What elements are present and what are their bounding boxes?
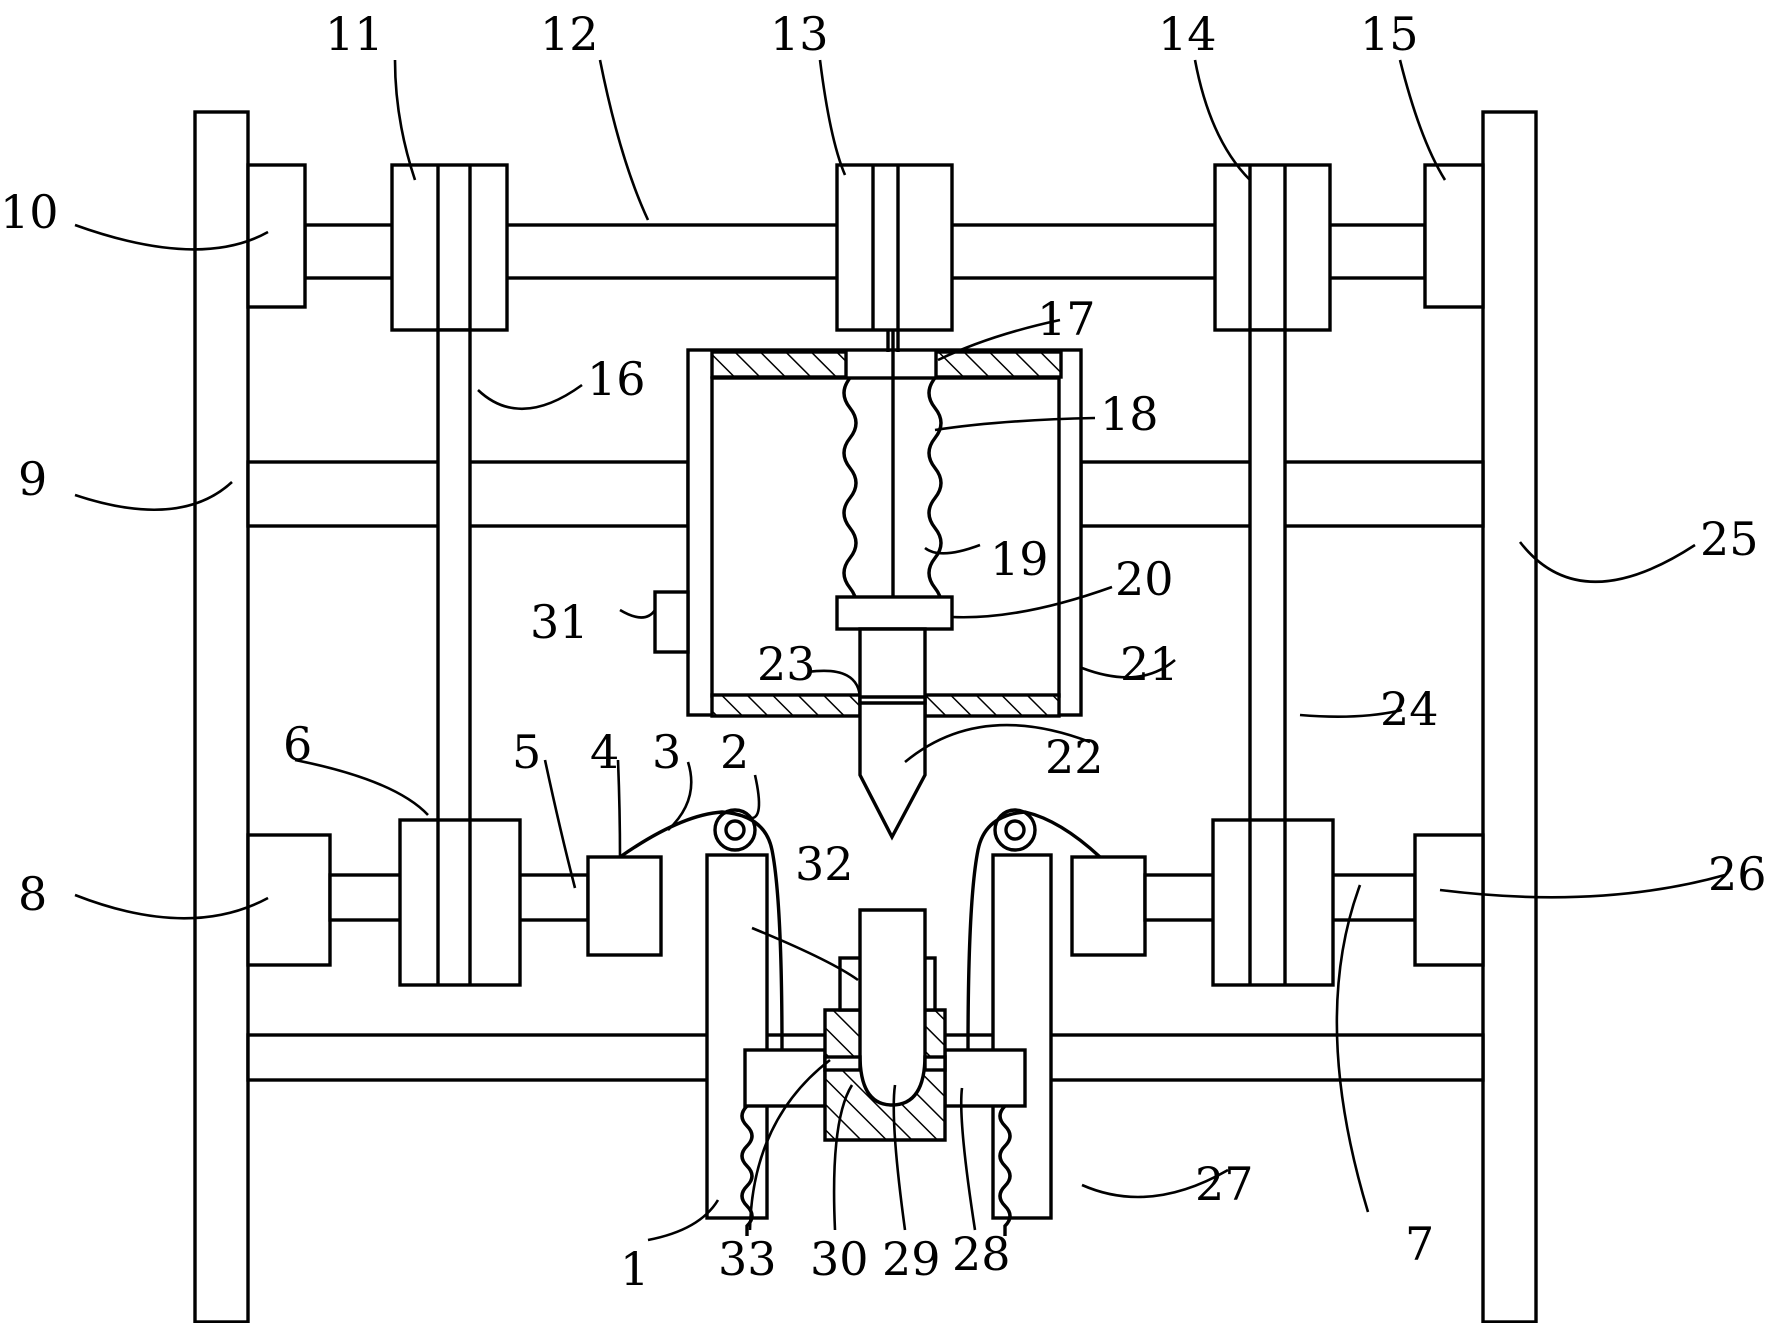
drill-22 xyxy=(858,627,927,841)
label-15: 15 xyxy=(1360,7,1419,61)
clamp-assembly xyxy=(619,808,1102,1236)
belt-16 xyxy=(436,328,472,824)
label-24: 24 xyxy=(1380,682,1439,736)
right-column xyxy=(1481,110,1538,1323)
roller-2-left-hub xyxy=(724,819,746,841)
winder-4-right xyxy=(1070,855,1147,957)
label-23: 23 xyxy=(757,637,816,691)
plate-20 xyxy=(835,595,954,631)
reference-labels: 10 11 12 13 14 15 16 17 18 9 19 20 21 25… xyxy=(0,7,1766,1296)
label-26: 26 xyxy=(1708,847,1766,901)
label-4: 4 xyxy=(590,725,619,779)
guide-groove-right xyxy=(923,1055,947,1072)
label-33: 33 xyxy=(718,1232,777,1286)
label-12: 12 xyxy=(540,7,599,61)
bottom-plate-left xyxy=(710,693,862,718)
pulley-lower-right xyxy=(1211,818,1335,987)
label-6: 6 xyxy=(283,717,312,771)
leader-lines xyxy=(74,59,1726,1242)
motor-26 xyxy=(1413,833,1485,967)
workpiece-29 xyxy=(858,908,927,1107)
label-31: 31 xyxy=(530,595,589,649)
crossbar-28-left xyxy=(743,1048,827,1108)
label-7: 7 xyxy=(1405,1217,1434,1271)
label-32: 32 xyxy=(795,837,854,891)
label-18: 18 xyxy=(1100,387,1159,441)
label-1: 1 xyxy=(620,1242,649,1296)
roller-right-hub xyxy=(1004,819,1026,841)
bearing-10 xyxy=(246,163,307,309)
motor-8 xyxy=(246,833,332,967)
left-column xyxy=(193,110,250,1323)
pulley-14 xyxy=(1213,163,1332,332)
label-20: 20 xyxy=(1115,552,1174,606)
label-16: 16 xyxy=(587,352,646,406)
label-3: 3 xyxy=(652,725,681,779)
slider-right xyxy=(991,853,1053,1220)
label-25: 25 xyxy=(1700,512,1759,566)
label-13: 13 xyxy=(770,7,829,61)
label-9: 9 xyxy=(18,452,47,506)
wire-3-left xyxy=(619,810,784,1051)
label-19: 19 xyxy=(990,532,1049,586)
label-22: 22 xyxy=(1045,730,1104,784)
label-8: 8 xyxy=(18,867,47,921)
gear-13 xyxy=(835,163,954,332)
top-shaft-assembly xyxy=(246,163,1485,332)
label-27: 27 xyxy=(1195,1157,1254,1211)
lower-shaft-assembly xyxy=(246,818,1485,987)
top-plate-left xyxy=(710,350,848,379)
winder-4-left xyxy=(586,855,663,957)
label-11: 11 xyxy=(325,7,384,61)
switch-31 xyxy=(653,590,690,654)
label-17: 17 xyxy=(1037,292,1096,346)
pulley-11 xyxy=(390,163,509,332)
label-28: 28 xyxy=(952,1227,1011,1281)
bottom-plate-right xyxy=(923,693,1061,718)
label-14: 14 xyxy=(1158,7,1217,61)
housing-21 xyxy=(653,330,1083,841)
pulley-6 xyxy=(398,818,522,987)
belts xyxy=(436,328,1287,824)
spring-18-left xyxy=(842,376,858,627)
crossbar-28-right xyxy=(943,1048,1027,1108)
label-5: 5 xyxy=(512,725,541,779)
label-21: 21 xyxy=(1120,637,1179,691)
label-10: 10 xyxy=(0,185,59,239)
label-30: 30 xyxy=(810,1232,869,1286)
spring-18-right xyxy=(927,376,943,627)
label-29: 29 xyxy=(882,1232,941,1286)
label-2: 2 xyxy=(720,725,749,779)
belt-24 xyxy=(1248,328,1287,824)
bearing-15 xyxy=(1423,163,1485,309)
slider-1-left xyxy=(705,853,769,1220)
spring-27 xyxy=(998,1104,1012,1236)
guide-groove-left xyxy=(823,1055,862,1072)
wire-right xyxy=(966,810,1102,1051)
top-plate-right xyxy=(934,350,1063,379)
spring-33 xyxy=(740,1104,754,1236)
